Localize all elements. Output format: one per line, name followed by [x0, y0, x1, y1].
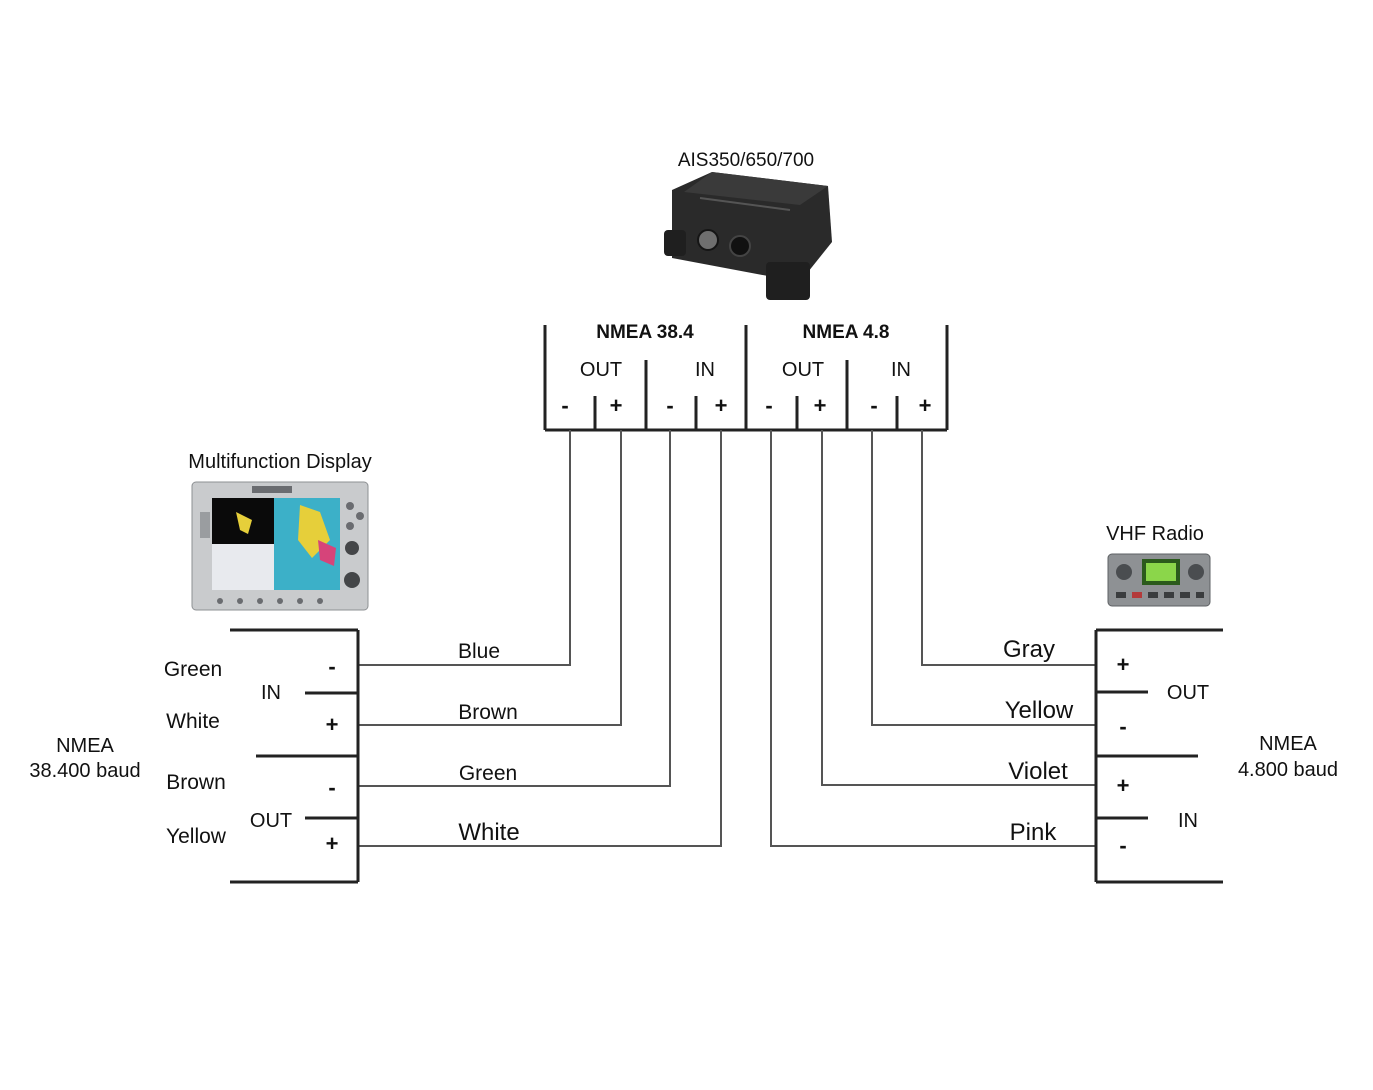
- ais-terminal-block: [543, 325, 949, 432]
- ais-terminal-sign: +: [919, 393, 932, 418]
- wire-label: Brown: [458, 701, 518, 724]
- wire-label: White: [458, 819, 519, 846]
- wire-white: [358, 430, 722, 847]
- wire-yellow: [871, 430, 1096, 726]
- mfd-terminal-block: [230, 628, 360, 884]
- wire-label: Green: [459, 762, 517, 785]
- vhf-device-image: [1107, 553, 1211, 607]
- vhf-terminal-sign: -: [1119, 714, 1126, 739]
- wire-pink: [770, 430, 1096, 847]
- wire-blue: [358, 430, 571, 666]
- wires: [358, 430, 1096, 847]
- vhf-in-label: IN: [1178, 810, 1198, 832]
- ais-terminal-sign: +: [814, 393, 827, 418]
- vhf-title: VHF Radio: [1106, 523, 1204, 545]
- wire-label: Gray: [1003, 636, 1055, 663]
- wire-label: Yellow: [1005, 697, 1074, 724]
- mfd-nmea-label: NMEA: [56, 735, 114, 757]
- mfd-wire-color: Brown: [166, 771, 226, 794]
- ais-38-out-label: OUT: [580, 359, 622, 381]
- ais-title: AIS350/650/700: [678, 150, 814, 171]
- mfd-wire-color: Yellow: [166, 825, 227, 848]
- mfd-device-image: [191, 481, 369, 611]
- ais-terminal-sign: +: [610, 393, 623, 418]
- mfd-in-label: IN: [261, 682, 281, 704]
- ais-terminal-sign: -: [765, 393, 772, 418]
- mfd-wire-color: White: [166, 710, 220, 733]
- ais-terminal-sign: -: [870, 393, 877, 418]
- mfd-title: Multifunction Display: [188, 451, 371, 473]
- mfd-terminal-sign: +: [326, 831, 339, 856]
- wire-brown: [358, 430, 622, 726]
- ais-device-image: [664, 172, 832, 300]
- vhf-terminal-block: [1094, 628, 1223, 884]
- ais-38-in-label: IN: [695, 359, 715, 381]
- ais-terminal-sign: -: [666, 393, 673, 418]
- vhf-terminal-sign: +: [1117, 652, 1130, 677]
- wire-label: Pink: [1010, 819, 1058, 846]
- mfd-terminal-sign: +: [326, 712, 339, 737]
- mfd-terminal-sign: -: [328, 654, 335, 679]
- wire-label: Blue: [458, 640, 500, 663]
- mfd-out-label: OUT: [250, 810, 292, 832]
- wire-green: [358, 430, 671, 787]
- vhf-nmea-label: NMEA: [1259, 733, 1317, 755]
- mfd-terminal-sign: -: [328, 775, 335, 800]
- ais-48-in-label: IN: [891, 359, 911, 381]
- vhf-terminal-sign: +: [1117, 773, 1130, 798]
- nmea-4-8-header: NMEA 4.8: [803, 322, 890, 343]
- vhf-baud-label: 4.800 baud: [1238, 759, 1338, 781]
- wire-label: Violet: [1008, 758, 1068, 785]
- mfd-baud-label: 38.400 baud: [29, 760, 140, 782]
- wire-violet: [821, 430, 1096, 786]
- ais-terminal-sign: -: [561, 393, 568, 418]
- nmea-38-4-header: NMEA 38.4: [596, 322, 694, 343]
- ais-48-out-label: OUT: [782, 359, 824, 381]
- mfd-wire-color: Green: [164, 658, 222, 681]
- ais-terminal-sign: +: [715, 393, 728, 418]
- vhf-terminal-sign: -: [1119, 833, 1126, 858]
- vhf-out-label: OUT: [1167, 682, 1209, 704]
- wire-gray: [921, 430, 1096, 666]
